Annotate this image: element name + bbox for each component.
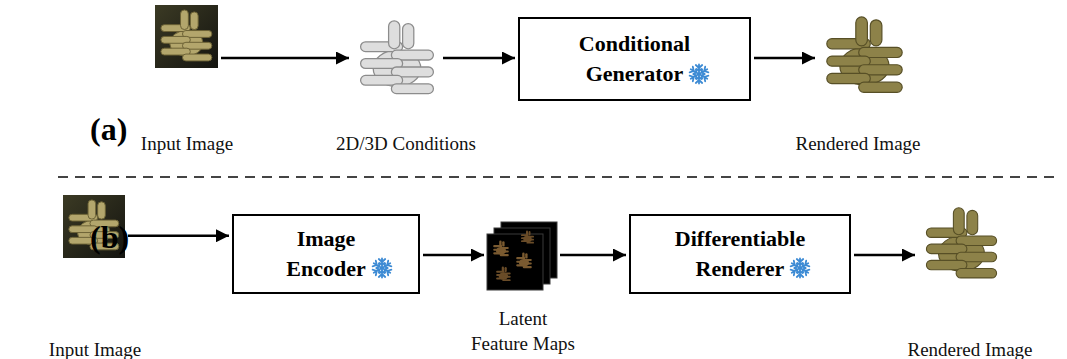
label-slot: (a) bbox=[90, 111, 127, 147]
caption-slot: 2D/3D Conditions bbox=[306, 131, 506, 156]
image-caption: Input Image bbox=[15, 337, 175, 359]
module-box: Conditional Generator bbox=[518, 17, 751, 101]
image-caption: 2D/3D Conditions bbox=[306, 131, 506, 156]
image-thumbnail: Latent Feature Maps bbox=[487, 222, 557, 290]
module-box: Differentiable Renderer bbox=[629, 214, 851, 294]
module-box: Image Encoder bbox=[232, 214, 420, 294]
module-label: Image Encoder bbox=[276, 224, 376, 284]
caption-slot: Latent Feature Maps bbox=[470, 306, 576, 356]
label-slot: (b) bbox=[90, 219, 129, 255]
flow-arrow bbox=[754, 57, 815, 60]
image-thumbnail: Rendered Image bbox=[918, 192, 1002, 310]
rendered-hand bbox=[926, 208, 996, 278]
divider-line bbox=[58, 176, 1060, 178]
image-thumbnail: 2D/3D Conditions bbox=[352, 12, 440, 112]
caption-slot: Input Image bbox=[15, 337, 175, 359]
flow-arrow bbox=[128, 235, 229, 238]
image-thumbnail: Input Image bbox=[155, 5, 218, 68]
image-caption: Rendered Image bbox=[890, 337, 1050, 359]
caption-slot: Input Image bbox=[102, 131, 272, 156]
rendered-hand bbox=[827, 17, 902, 92]
panel-label: (b) bbox=[90, 219, 129, 255]
image-thumbnail: Rendered Image bbox=[818, 8, 910, 108]
input-photo bbox=[155, 5, 218, 68]
flow-arrow bbox=[560, 254, 626, 257]
module-label: Differentiable Renderer bbox=[660, 224, 820, 284]
snowflake-icon bbox=[371, 257, 393, 279]
hand-mesh bbox=[361, 21, 434, 94]
flow-arrow bbox=[854, 254, 915, 257]
caption-slot: Rendered Image bbox=[768, 131, 948, 156]
flow-arrow bbox=[423, 254, 484, 257]
image-caption: Rendered Image bbox=[768, 131, 948, 156]
snowflake-icon bbox=[789, 257, 811, 279]
image-caption: Latent Feature Maps bbox=[470, 306, 576, 356]
module-label: Conditional Generator bbox=[572, 29, 697, 89]
panel-label: (a) bbox=[90, 111, 127, 147]
caption-slot: Rendered Image bbox=[890, 337, 1050, 359]
feature-map-stack bbox=[487, 222, 557, 290]
flow-arrow bbox=[443, 57, 515, 60]
image-caption: Input Image bbox=[102, 131, 272, 156]
flow-arrow bbox=[221, 57, 349, 60]
snowflake-icon bbox=[688, 63, 710, 85]
